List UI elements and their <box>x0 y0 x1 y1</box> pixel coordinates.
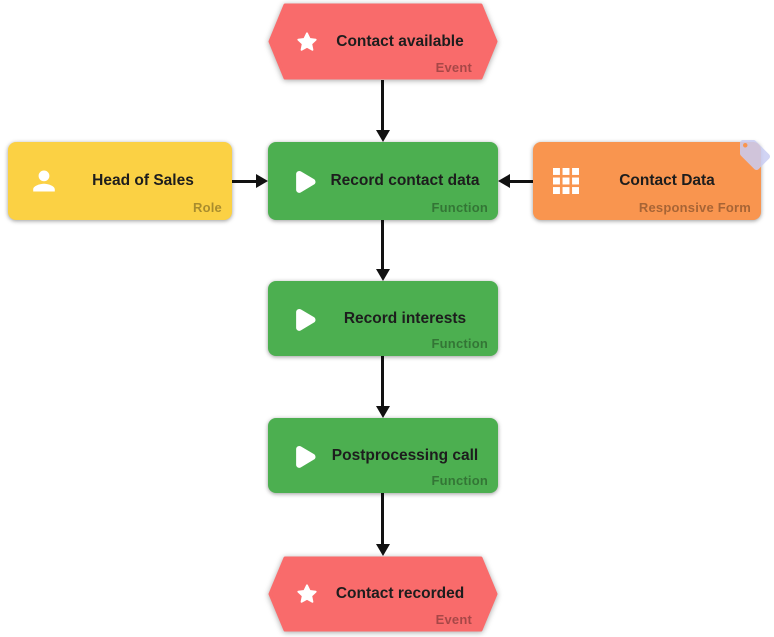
node-body: Postprocessing call <box>268 418 498 493</box>
grid-icon <box>553 168 579 194</box>
node-type-badge: Function <box>431 336 488 351</box>
tag-icon <box>737 137 773 173</box>
arrow-line <box>232 180 258 183</box>
node-function-record-interests[interactable]: Record interests Function <box>268 281 498 356</box>
play-icon <box>288 166 318 196</box>
node-body: Contact recorded <box>268 556 498 632</box>
node-function-postprocessing-call[interactable]: Postprocessing call Function <box>268 418 498 493</box>
play-icon <box>288 441 318 471</box>
arrow-head-left <box>498 174 510 188</box>
node-type-badge: Function <box>431 473 488 488</box>
node-body: Record contact data <box>268 142 498 220</box>
node-label: Postprocessing call <box>331 446 479 464</box>
star-icon <box>296 583 318 605</box>
node-label: Contact available <box>336 32 464 50</box>
person-icon <box>28 165 60 197</box>
node-label: Contact Data <box>619 172 715 189</box>
event-hexagon-shape <box>268 3 498 80</box>
node-body: Head of Sales <box>8 142 232 220</box>
play-icon <box>288 304 318 334</box>
node-label: Record interests <box>343 309 467 327</box>
node-type-badge: Event <box>435 612 472 627</box>
node-type-badge: Event <box>435 60 472 75</box>
node-type-badge: Function <box>431 200 488 215</box>
arrow-head-down <box>376 130 390 142</box>
star-icon <box>296 31 318 53</box>
arrow-line <box>510 180 533 183</box>
node-type-badge: Role <box>193 200 222 215</box>
arrow-line <box>381 356 384 408</box>
node-type-badge: Responsive Form <box>638 200 751 215</box>
arrow-head-down <box>376 544 390 556</box>
arrow-line <box>381 493 384 546</box>
node-body: Contact Data <box>533 142 761 220</box>
node-label: Head of Sales <box>92 172 194 189</box>
node-event-contact-recorded[interactable]: Contact recorded Event <box>268 556 498 632</box>
node-body: Contact available <box>268 3 498 80</box>
node-label: Contact recorded <box>335 585 465 602</box>
node-body: Record interests <box>268 281 498 356</box>
arrow-line <box>381 80 384 132</box>
node-label: Record contact data <box>330 172 480 189</box>
node-form-contact-data[interactable]: Contact Data Responsive Form <box>533 140 770 220</box>
arrow-line <box>381 220 384 271</box>
node-role-head-of-sales[interactable]: Head of Sales Role <box>8 142 232 220</box>
arrow-head-right <box>256 174 268 188</box>
event-hexagon-shape <box>268 556 498 632</box>
node-function-record-contact-data[interactable]: Record contact data Function <box>268 142 498 220</box>
arrow-head-down <box>376 406 390 418</box>
node-event-contact-available[interactable]: Contact available Event <box>268 3 498 80</box>
arrow-head-down <box>376 269 390 281</box>
